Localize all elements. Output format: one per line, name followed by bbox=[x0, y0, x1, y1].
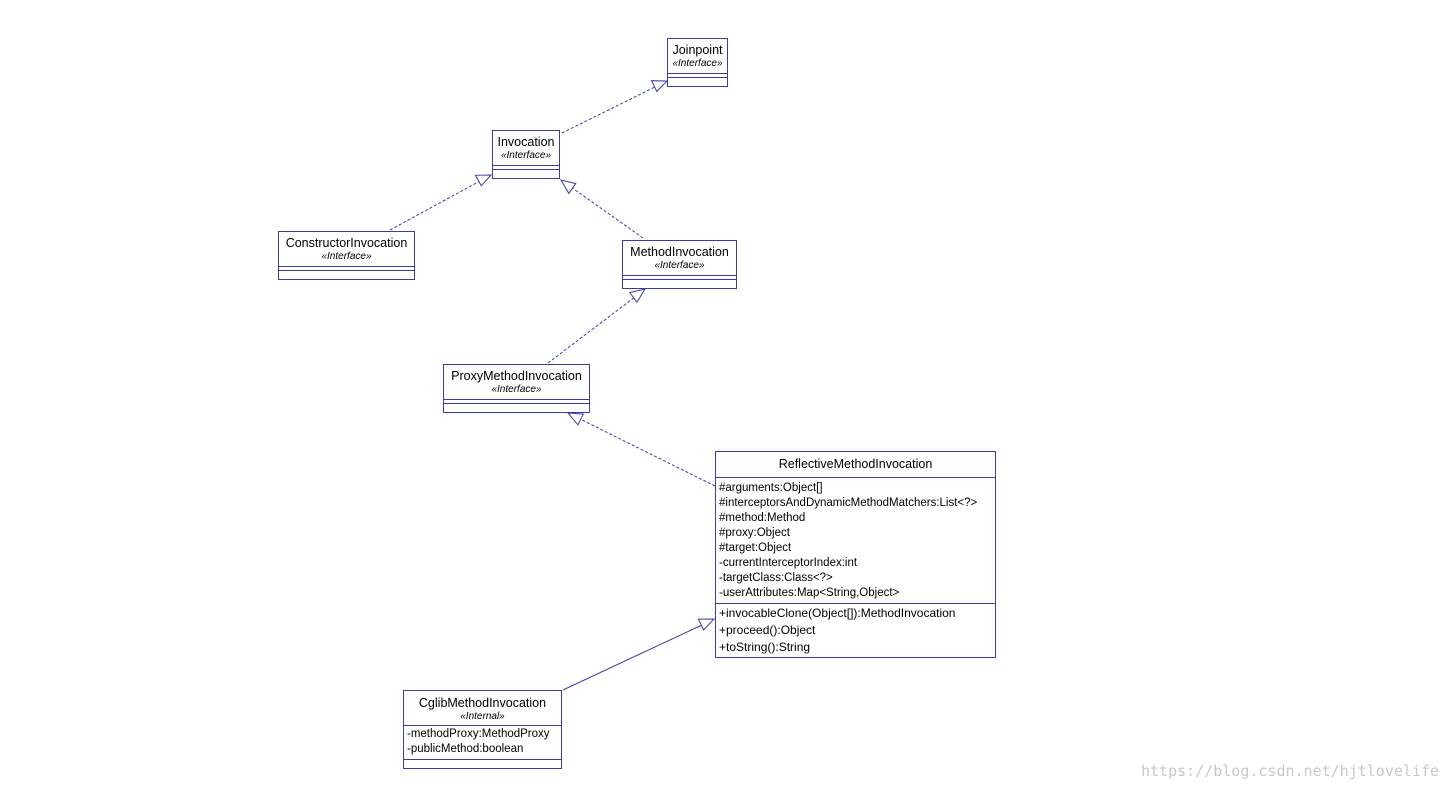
operations-compartment: +invocableClone(Object[]):MethodInvocati… bbox=[716, 603, 995, 660]
class-constructorinvocation[interactable]: ConstructorInvocation «Interface» bbox=[278, 231, 415, 280]
operation-invocable-clone: +invocableClone(Object[]):MethodInvocati… bbox=[719, 606, 956, 620]
operations-compartment bbox=[623, 279, 736, 283]
attributes-compartment: -methodProxy:MethodProxy -publicMethod:b… bbox=[404, 725, 561, 759]
attributes-compartment: #arguments:Object[] #interceptorsAndDyna… bbox=[716, 477, 995, 603]
stereotype-label: «Interface» bbox=[500, 150, 552, 161]
attribute-method-proxy: -methodProxy:MethodProxy bbox=[407, 728, 550, 740]
attribute-target-class: -targetClass:Class<?> bbox=[719, 572, 833, 584]
attributes-compartment bbox=[444, 399, 589, 403]
operations-compartment bbox=[279, 270, 414, 274]
realization-methodinvocation-invocation bbox=[570, 186, 644, 239]
attributes-compartment bbox=[668, 73, 727, 77]
class-name: CglibMethodInvocation bbox=[418, 696, 547, 710]
stereotype-label: «Interface» bbox=[321, 251, 372, 262]
class-reflectivemethodinvocation[interactable]: ReflectiveMethodInvocation #arguments:Ob… bbox=[715, 451, 996, 658]
arrowhead-methodinvocation bbox=[628, 288, 647, 304]
class-cglibmethodinvocation[interactable]: CglibMethodInvocation «Internal» -method… bbox=[403, 690, 562, 769]
class-name: ReflectiveMethodInvocation bbox=[778, 457, 933, 471]
attribute-current-interceptor-index: -currentInterceptorIndex:int bbox=[719, 557, 858, 569]
class-name: Invocation bbox=[497, 135, 555, 149]
class-proxymethodinvocation[interactable]: ProxyMethodInvocation «Interface» bbox=[443, 364, 590, 413]
attributes-compartment bbox=[623, 275, 736, 279]
attributes-compartment bbox=[493, 165, 559, 169]
attribute-method: #method:Method bbox=[719, 512, 806, 524]
operation-to-string: +toString():String bbox=[719, 640, 811, 654]
class-methodinvocation[interactable]: MethodInvocation «Interface» bbox=[622, 240, 737, 289]
operations-compartment bbox=[404, 759, 561, 763]
attribute-arguments: #arguments:Object[] bbox=[719, 482, 823, 494]
stereotype-label: «Interface» bbox=[654, 260, 705, 271]
operation-proceed: +proceed():Object bbox=[719, 623, 816, 637]
attribute-proxy: #proxy:Object bbox=[719, 527, 790, 539]
realization-constructorinvocation-invocation bbox=[389, 180, 481, 231]
arrowhead-reflective bbox=[697, 618, 716, 631]
stereotype-label: «Interface» bbox=[672, 58, 723, 69]
attribute-target: #target:Object bbox=[719, 542, 792, 554]
class-name: ProxyMethodInvocation bbox=[451, 369, 582, 383]
stereotype-label: «Internal» bbox=[460, 711, 505, 722]
attribute-user-attributes: -userAttributes:Map<String,Object> bbox=[719, 587, 900, 599]
class-name: Joinpoint bbox=[672, 43, 723, 57]
arrowhead-proxymethodinvocation bbox=[566, 412, 585, 426]
operations-compartment bbox=[444, 403, 589, 407]
arrowhead-joinpoint bbox=[650, 80, 669, 93]
realization-proxymethodinvocation-methodinvocation bbox=[547, 296, 636, 364]
class-name: MethodInvocation bbox=[630, 245, 729, 259]
operations-compartment bbox=[493, 169, 559, 173]
class-name: ConstructorInvocation bbox=[285, 236, 408, 250]
operations-compartment bbox=[668, 77, 727, 81]
generalization-cglib-reflective bbox=[562, 624, 703, 691]
class-joinpoint[interactable]: Joinpoint «Interface» bbox=[667, 38, 728, 87]
class-invocation[interactable]: Invocation «Interface» bbox=[492, 130, 560, 179]
arrowhead-invocation-left bbox=[474, 174, 493, 187]
attribute-interceptors: #interceptorsAndDynamicMethodMatchers:Li… bbox=[719, 497, 978, 509]
watermark-url: https://blog.csdn.net/hjtlovelife bbox=[1140, 762, 1439, 780]
arrowhead-invocation-right bbox=[559, 179, 577, 195]
stereotype-label: «Interface» bbox=[491, 384, 542, 395]
attribute-public-method: -publicMethod:boolean bbox=[407, 743, 524, 755]
realization-invocation-joinpoint bbox=[561, 86, 656, 134]
realization-reflective-proxymethodinvocation bbox=[579, 418, 716, 487]
attributes-compartment bbox=[279, 266, 414, 270]
